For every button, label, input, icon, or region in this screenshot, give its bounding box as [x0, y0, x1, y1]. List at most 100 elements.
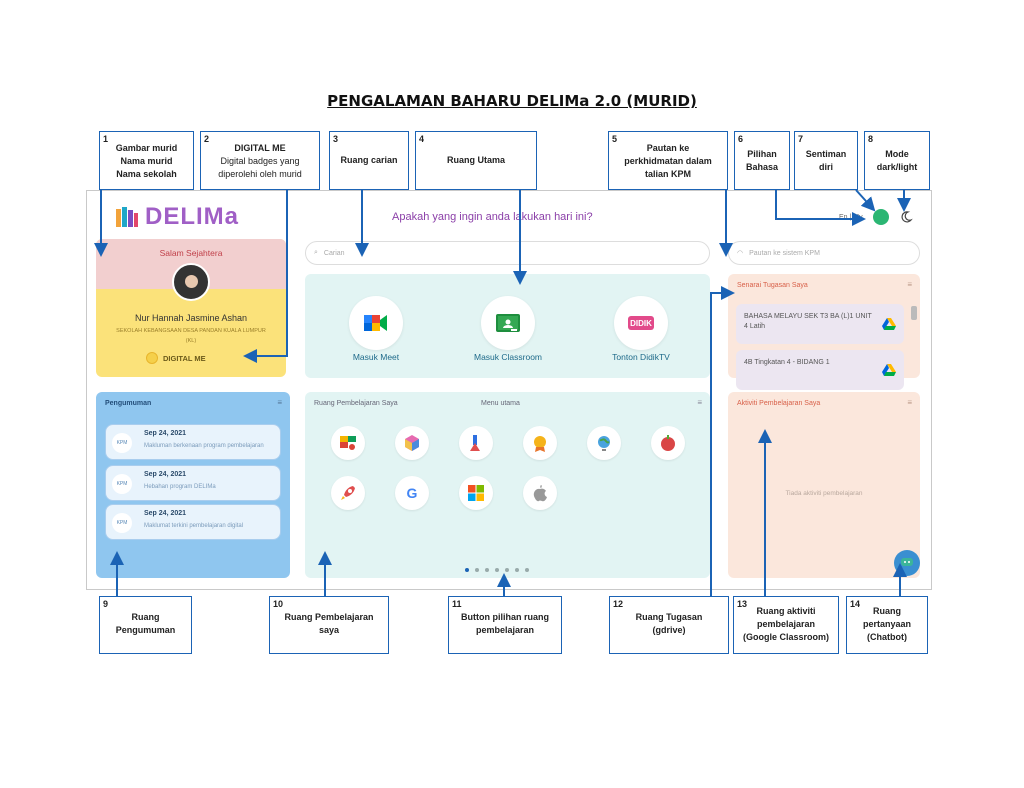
google-icon[interactable]: G	[395, 476, 429, 510]
delima-logo-mark	[115, 205, 139, 229]
delima-logo: DELIMa	[115, 203, 239, 231]
callout-number: 6	[738, 134, 744, 144]
callout-text: Ruang aktiviti pembelajaran (Google Clas…	[742, 606, 829, 642]
badge-icon	[146, 352, 158, 364]
google-classroom-icon[interactable]	[481, 296, 535, 350]
digital-me-badge[interactable]: DIGITAL ME	[146, 352, 206, 364]
callout-number: 11	[452, 599, 462, 609]
task-scrollbar[interactable]	[911, 306, 917, 320]
announcement-avatar: KPM	[112, 474, 132, 494]
pager-dot[interactable]	[475, 568, 479, 572]
activity-empty-text: Tiada aktiviti pembelajaran	[785, 490, 863, 497]
moon-icon	[901, 211, 913, 223]
announcement-item[interactable]: KPM Sep 24, 2021 Makluman berkenaan prog…	[105, 424, 281, 460]
diagram-title: PENGALAMAN BAHARU DELIMa 2.0 (MURID)	[327, 92, 697, 110]
science-app-icon[interactable]	[459, 426, 493, 460]
classroom-label: Masuk Classroom	[473, 352, 543, 362]
learning-space-pager[interactable]	[465, 568, 529, 572]
callout-number: 10	[273, 599, 284, 609]
apple-logo-icon[interactable]	[523, 476, 557, 510]
google-meet-icon[interactable]	[349, 296, 403, 350]
activity-panel: Aktiviti Pembelajaran Saya ≡ Tiada aktiv…	[728, 392, 920, 578]
callout-5: 5 Pautan ke perkhidmatan dalam talian KP…	[608, 131, 728, 190]
learning-title: Ruang Pembelajaran Saya	[314, 400, 398, 407]
callout-text: Pautan ke perkhidmatan dalam talian KPM	[624, 143, 712, 179]
svg-text:G: G	[407, 485, 418, 501]
learning-subtitle: Menu utama	[481, 400, 520, 407]
announcement-title: Pengumuman	[105, 400, 152, 407]
school-name-line2: (KL)	[185, 338, 197, 344]
student-name: Nur Hannah Jasmine Ashan	[134, 313, 248, 323]
google-drive-icon	[882, 364, 896, 376]
globe-app-icon[interactable]	[587, 426, 621, 460]
callout-14: 14 Ruang pertanyaan (Chatbot)	[846, 596, 928, 654]
callout-3: 3 Ruang carian	[329, 131, 409, 190]
microsoft-icon[interactable]	[459, 476, 493, 510]
main-area: Masuk Meet Masuk Classroom DIDIK Tonton …	[305, 274, 710, 378]
callout-6: 6 Pilihan Bahasa	[734, 131, 790, 190]
kpm-link-input[interactable]: ◠ Pautan ke sistem KPM	[728, 241, 920, 265]
task-panel: Senarai Tugasan Saya ≡ BAHASA MELAYU SEK…	[728, 274, 920, 390]
callout-text: DIGITAL ME	[234, 143, 286, 153]
announcement-item[interactable]: KPM Sep 24, 2021 Hebahan program DELIMa	[105, 465, 281, 501]
callout-text: Ruang Tugasan (gdrive)	[635, 612, 703, 635]
gauge-icon: ◠	[737, 250, 744, 257]
rocket-app-icon[interactable]	[331, 476, 365, 510]
school-name: SEKOLAH KEBANGSAAN DESA PANDAN KUALA LUM…	[116, 328, 266, 334]
announcement-avatar: KPM	[112, 433, 132, 453]
callout-10: 10 Ruang Pembelajaran saya	[269, 596, 389, 654]
task-text: 4B Tingkatan 4 - BIDANG 1	[744, 359, 830, 366]
sentiment-avatar[interactable]	[873, 209, 889, 225]
callout-11: 11 Button pilihan ruang pembelajaran	[448, 596, 562, 654]
announcement-date: Sep 24, 2021	[144, 471, 187, 478]
callout-8: 8 Mode dark/light	[864, 131, 930, 190]
callout-number: 14	[850, 599, 861, 609]
announcement-body: Maklumat terkini pembelajaran digital	[144, 523, 244, 529]
pager-dot[interactable]	[495, 568, 499, 572]
announcement-date: Sep 24, 2021	[144, 510, 187, 517]
menu-icon[interactable]: ≡	[907, 280, 912, 289]
callout-subtext: Digital badges yang diperolehi oleh muri…	[218, 156, 302, 179]
callout-number: 13	[737, 599, 748, 609]
badge-app-icon[interactable]	[523, 426, 557, 460]
callout-12: 12 Ruang Tugasan (gdrive)	[609, 596, 729, 654]
didiktv-icon[interactable]: DIDIK	[614, 296, 668, 350]
pager-dot[interactable]	[525, 568, 529, 572]
callout-text: Ruang pertanyaan (Chatbot)	[862, 606, 912, 642]
dark-mode-toggle[interactable]	[899, 210, 913, 224]
callout-text: Ruang Pembelajaran saya	[284, 612, 374, 635]
announcement-body: Hebahan program DELIMa	[144, 484, 216, 490]
menu-icon[interactable]: ≡	[277, 398, 282, 407]
pager-dot[interactable]	[465, 568, 469, 572]
callout-number: 9	[103, 599, 109, 609]
menu-icon[interactable]: ≡	[907, 398, 912, 407]
search-input[interactable]: ⌕ Carian	[305, 241, 710, 265]
language-selector[interactable]: En | My	[839, 214, 863, 221]
search-placeholder: Carian	[323, 249, 345, 257]
delima-dashboard-screenshot: DELIMa Apakah yang ingin anda lakukan ha…	[86, 190, 932, 590]
task-title: Senarai Tugasan Saya	[737, 282, 808, 289]
pager-dot[interactable]	[515, 568, 519, 572]
callout-number: 2	[204, 134, 210, 144]
task-item[interactable]: BAHASA MELAYU SEK T3 BA (L)1 UNIT 4 Lati…	[736, 304, 904, 344]
profile-card: Salam Sejahtera Nur Hannah Jasmine Ashan…	[96, 239, 286, 377]
avatar	[172, 263, 210, 301]
callout-text: Ruang Pengumuman	[115, 612, 176, 635]
pager-dot[interactable]	[505, 568, 509, 572]
delima-logo-text: DELIMa	[145, 203, 240, 230]
menu-icon[interactable]: ≡	[697, 398, 702, 407]
callout-text: Mode dark/light	[876, 149, 918, 172]
meet-label: Masuk Meet	[352, 352, 400, 362]
apple-app-icon[interactable]	[651, 426, 685, 460]
task-item[interactable]: 4B Tingkatan 4 - BIDANG 1	[736, 350, 904, 390]
callout-number: 1	[103, 134, 109, 144]
jamboard-icon[interactable]	[331, 426, 365, 460]
callout-text: Ruang carian	[340, 155, 398, 165]
cube-app-icon[interactable]	[395, 426, 429, 460]
callout-text: Ruang Utama	[446, 155, 505, 165]
announcement-item[interactable]: KPM Sep 24, 2021 Maklumat terkini pembel…	[105, 504, 281, 540]
chatbot-button[interactable]	[894, 550, 920, 576]
pager-dot[interactable]	[485, 568, 489, 572]
callout-number: 7	[798, 134, 804, 144]
